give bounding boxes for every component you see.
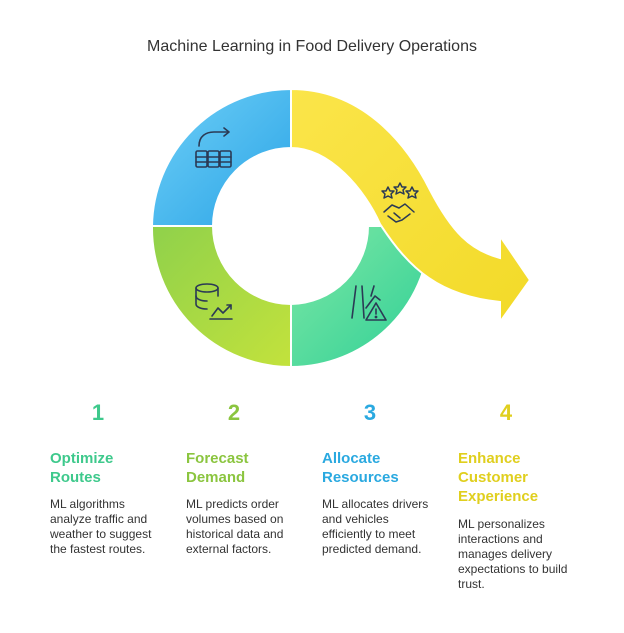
step-3-description: ML allocates drivers and vehicles effici… xyxy=(322,497,429,556)
data-transfer-icon xyxy=(195,127,232,168)
step-4-description: ML personalizes interactions and manages… xyxy=(458,517,568,591)
step-4-number: 4 xyxy=(499,400,513,425)
segment-lime xyxy=(150,225,292,369)
diagram-title: Machine Learning in Food Delivery Operat… xyxy=(147,38,477,55)
step-1-number: 1 xyxy=(91,400,105,425)
step-2-number: 2 xyxy=(227,400,241,425)
database-chart-icon xyxy=(195,283,233,320)
step-2-description: ML predicts order volumes based on histo… xyxy=(186,497,284,556)
step-4-heading: Enhance Customer Experience xyxy=(458,450,539,505)
road-warning-icon xyxy=(351,285,387,321)
step-3-number: 3 xyxy=(363,400,377,425)
stars-handshake-icon xyxy=(381,182,419,223)
segment-yellow-arrow xyxy=(290,87,532,326)
step-1-description: ML algorithms analyze traffic and weathe… xyxy=(50,497,152,556)
step-3-heading: Allocate Resources xyxy=(322,450,399,486)
step-2-heading: Forecast Demand xyxy=(186,450,249,486)
step-1-heading: Optimize Routes xyxy=(50,450,114,486)
